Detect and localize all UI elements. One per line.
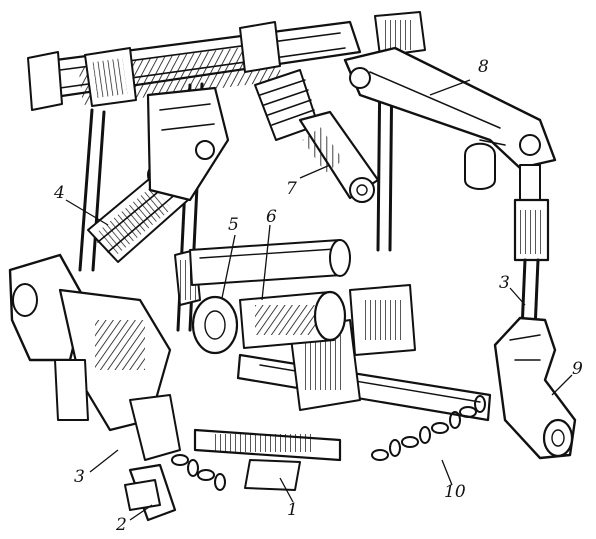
upper-cross-shaft: [27, 11, 426, 111]
upper-link: [254, 69, 380, 203]
lower-link-bar: [236, 319, 492, 422]
chain: [171, 395, 486, 491]
leader-lines: [65, 79, 573, 521]
callout-2: 2: [115, 515, 127, 535]
callout-8: 8: [478, 57, 489, 77]
callout-3-left: 3: [74, 467, 85, 487]
central-hub: [191, 284, 416, 356]
callout-10: 10: [444, 482, 466, 502]
callout-9: 9: [572, 359, 583, 379]
middle-cross-shaft: [189, 239, 351, 286]
callout-7: 7: [286, 179, 297, 199]
callout-6: 6: [266, 207, 277, 227]
turnbuckle: [193, 428, 342, 491]
right-lower-link-end: [493, 316, 577, 460]
right-lift-rod: [513, 164, 550, 332]
callout-4: 4: [53, 183, 65, 203]
left-lower-assembly: [8, 253, 181, 522]
callout-5: 5: [228, 215, 239, 235]
callout-3-right: 3: [499, 273, 510, 293]
callout-1: 1: [287, 500, 298, 520]
